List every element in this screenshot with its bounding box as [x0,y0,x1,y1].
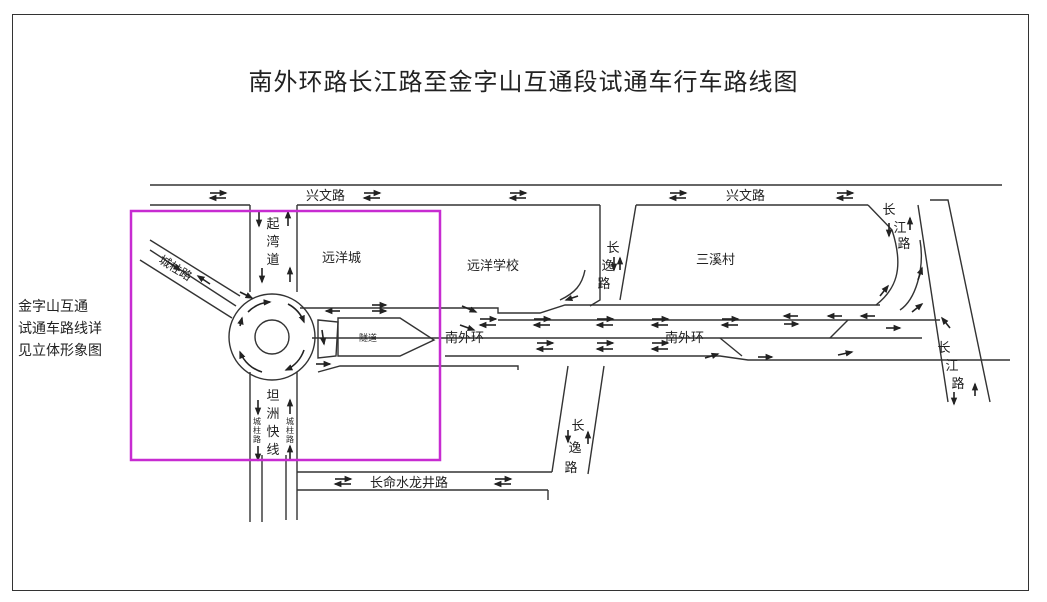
road-label-changjiang-top-2: 江 [893,221,906,236]
arrow-single [941,316,951,329]
traffic-arrows [167,189,979,488]
arrow-single [167,261,182,271]
arrow-single [704,352,720,359]
road-label-xingwen-right: 兴文路 [726,188,765,204]
road-label-changyi-top-2: 逸 [601,259,614,274]
arrow-curve [239,350,263,373]
side-note: 金字山互通 试通车路线详 见立体形象图 [18,296,118,362]
road-label-nanwaihuan-1: 南外环 [445,330,484,346]
road-label-changyi-top-1: 长 [606,241,619,256]
road-label-nanwaihuan-2: 南外环 [665,330,704,346]
arrow-pair [595,315,615,329]
road-label-chengzhu-right-2: 柱 [286,425,294,435]
road-label-tanzhou-2: 洲 [266,407,279,422]
arrow-curve [237,316,244,327]
arrow-single [459,324,476,331]
arrow-single [461,305,478,313]
road-network [139,184,1010,522]
road-label-chengzhu-left-2: 柱 [253,425,261,435]
arrow-pair [478,315,498,329]
road-label-tanzhou-1: 坦 [266,389,279,404]
road-label-chengzhu-right-3: 路 [286,434,294,444]
arrow-curve [247,299,272,313]
arrow-pair [835,189,855,202]
arrow-curve [284,349,305,371]
arrow-single [239,291,254,299]
arrow-pair [532,315,552,329]
map-frame [12,14,1029,591]
arrow-pair [333,475,353,488]
road-label-tanzhou-4: 线 [266,443,279,458]
road-label-changjiang-bot-3: 路 [951,376,964,392]
arrow-single [196,275,211,285]
road-label-chengzhu-right-1: 城 [286,417,294,426]
arrow-pair [493,475,513,488]
side-note-line-1: 金字山互通 [18,299,88,315]
arrow-single [837,350,854,357]
tunnel-label: 隧道 [359,332,377,344]
side-note-line-3: 见立体形象图 [18,343,102,359]
arrow-pair [668,189,688,202]
arrow-single [879,284,889,297]
place-label-yuanyang-school: 远洋学校 [467,258,519,274]
road-label-chengzhu-left-3: 路 [253,434,261,444]
road-label-chengzhu-left-1: 城 [253,417,261,426]
place-label-sanxicun: 三溪村 [696,253,735,268]
arrow-curve [287,303,305,324]
road-label-qiwan-1: 起 [266,217,279,232]
arrow-pair [595,339,615,353]
place-label-yuanyangcheng: 远洋城 [322,251,361,266]
arrow-pair [362,189,382,202]
road-label-changyi-top-3: 路 [597,276,610,292]
arrow-single [916,266,924,281]
road-label-changjiang-bot-2: 江 [945,359,958,374]
map-title: 南外环路长江路至金字山互通段试通车行车路线图 [248,68,799,96]
road-label-changjiang-top-1: 长 [882,203,895,218]
arrow-pair [208,189,228,202]
road-label-changyi-bot-3: 路 [564,460,577,476]
road-label-xingwen-left: 兴文路 [306,188,345,204]
arrow-pair [650,339,670,353]
road-label-qiwan-3: 道 [266,253,279,268]
road-label-changyi-bot-1: 长 [571,419,584,434]
arrow-single [564,294,579,302]
arrow-pair [508,189,528,202]
road-label-tanzhou-3: 快 [266,425,279,440]
road-label-qiwan-2: 湾 [266,234,279,250]
arrow-single [911,303,924,313]
side-note-line-2: 试通车路线详 [18,321,102,337]
road-label-changjiang-bot-1: 长 [937,341,950,356]
road-label-changming: 长命水龙井路 [370,475,448,491]
highlight-box [129,209,442,462]
road-label-changyi-bot-2: 逸 [568,441,581,456]
arrow-pair [720,315,740,329]
arrow-pair [650,315,670,329]
arrow-pair [535,339,555,353]
road-label-changjiang-top-3: 路 [897,236,910,252]
arrow-curve [319,329,327,346]
